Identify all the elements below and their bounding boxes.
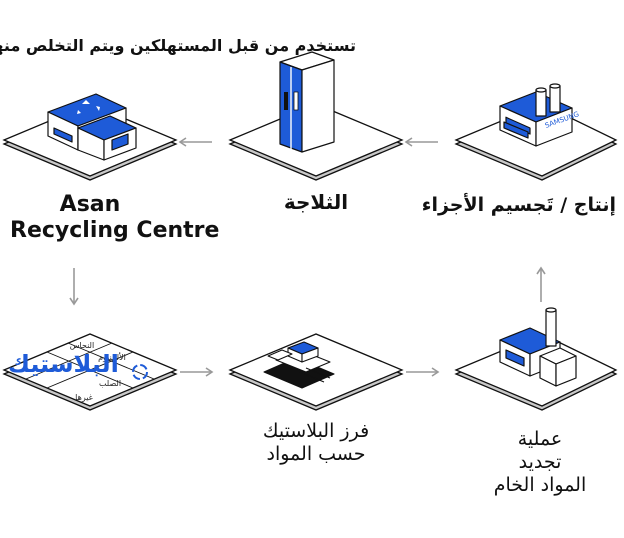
sorting-machine [263,341,335,389]
material-copper: النحاس [70,341,94,350]
label-recycling-centre-line2: Recycling Centre [10,218,220,244]
arrows [69,137,546,377]
label-sorting: فرز البلاستيك حسب المواد [236,420,396,466]
recycling-centre-building [47,93,137,161]
label-sorting-line1: فرز البلاستيك [262,420,370,442]
disposal-note: تستخدم من قبل المستهلكين ويتم التخلص منه… [0,36,356,55]
fridge-illustration [279,51,335,153]
label-plastic-highlight: البلاستيك [8,350,119,378]
material-steel: الصلب [99,379,121,388]
material-labels: النحاس الألمنيوم الصلب غيرها [70,341,126,402]
label-recycling-centre-line1: Asan [59,192,121,217]
label-sorting-line2: حسب المواد [266,442,366,465]
label-raw-material-line2: تجديد [518,450,562,473]
recycling-icon [77,100,100,114]
label-raw-material-line3: المواد الخام [493,473,587,496]
label-production: إنتاج / تَجسيم الأجزاء [421,194,616,216]
material-others: غيرها [75,393,93,402]
factory-raw-material [499,307,577,387]
label-fridge: الثلاجة [283,190,349,214]
factory-production [499,83,573,147]
materials-grid [25,342,155,389]
material-aluminium: الألمنيوم [98,352,126,362]
label-raw-material: عملية تجديد المواد الخام [470,428,610,496]
recycling-icon-small [132,364,148,380]
label-recycling-centre: Asan Recycling Centre [10,192,220,245]
label-raw-material-line1: عملية [517,428,563,450]
